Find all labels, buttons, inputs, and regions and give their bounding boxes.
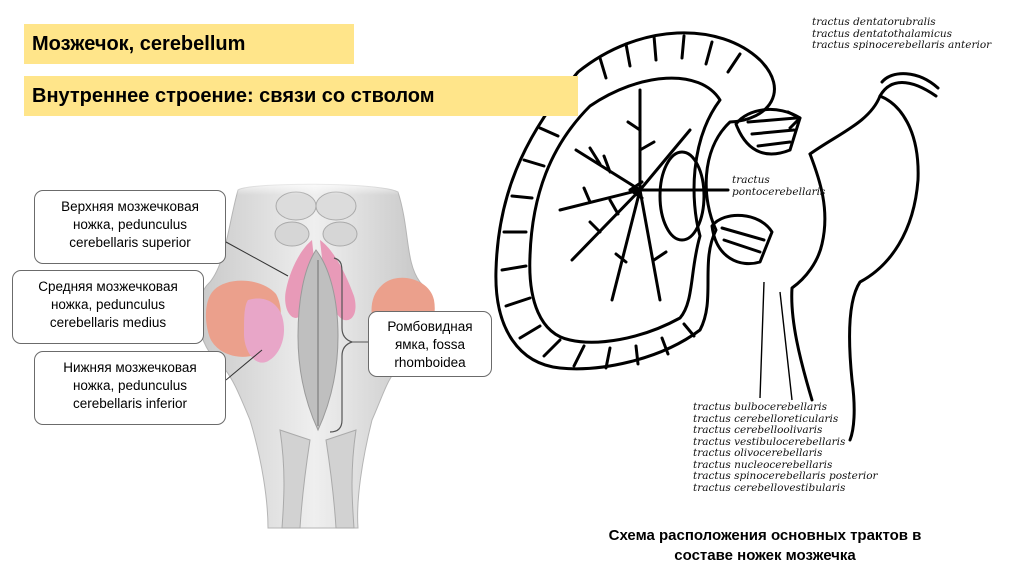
- tract-labels-middle: tractus pontocerebellaris: [732, 175, 825, 198]
- callout-line: cerebellaris medius: [19, 314, 197, 332]
- callout-line: Средняя мозжечковая: [19, 278, 197, 296]
- callout-line: Нижняя мозжечковая: [41, 359, 219, 377]
- callout-rhomboid-fossa: Ромбовидная ямка, fossa rhomboidea: [368, 311, 492, 377]
- caption-line: составе ножек мозжечка: [540, 546, 990, 566]
- caption-line: Схема расположения основных трактов в: [540, 526, 990, 546]
- tract-label: pontocerebellaris: [732, 187, 825, 199]
- tract-label: tractus spinocerebellaris anterior: [812, 40, 991, 52]
- callout-line: Верхняя мозжечковая: [41, 198, 219, 216]
- callout-inferior-peduncle: Нижняя мозжечковая ножка, pedunculus cer…: [34, 351, 226, 425]
- tract-labels-bottom: tractus bulbocerebellaris tractus cerebe…: [693, 402, 878, 494]
- callout-middle-peduncle: Средняя мозжечковая ножка, pedunculus ce…: [12, 270, 204, 344]
- callout-line: cerebellaris superior: [41, 234, 219, 252]
- tract-label: tractus olivocerebellaris: [693, 448, 878, 460]
- tract-label: tractus dentatorubralis: [812, 17, 991, 29]
- figure-caption: Схема расположения основных трактов в со…: [540, 526, 990, 566]
- callout-line: rhomboidea: [373, 354, 487, 372]
- page-title: Мозжечок, cerebellum: [24, 24, 354, 64]
- tract-label: tractus bulbocerebellaris: [693, 402, 878, 414]
- callout-line: ножка, pedunculus: [19, 296, 197, 314]
- callout-line: ножка, pedunculus: [41, 216, 219, 234]
- callout-line: ямка, fossa: [373, 336, 487, 354]
- tract-label: tractus cerebelloolivaris: [693, 425, 878, 437]
- tract-label: tractus spinocerebellaris posterior: [693, 471, 878, 483]
- callout-line: cerebellaris inferior: [41, 395, 219, 413]
- tract-label: tractus cerebellovestibularis: [693, 483, 878, 495]
- callout-line: Ромбовидная: [373, 318, 487, 336]
- callout-line: ножка, pedunculus: [41, 377, 219, 395]
- tract-labels-top: tractus dentatorubralis tractus dentatot…: [812, 17, 991, 52]
- callout-superior-peduncle: Верхняя мозжечковая ножка, pedunculus ce…: [34, 190, 226, 264]
- tract-label: tractus: [732, 175, 825, 187]
- page-subtitle: Внутреннее строение: связи со стволом: [24, 76, 578, 116]
